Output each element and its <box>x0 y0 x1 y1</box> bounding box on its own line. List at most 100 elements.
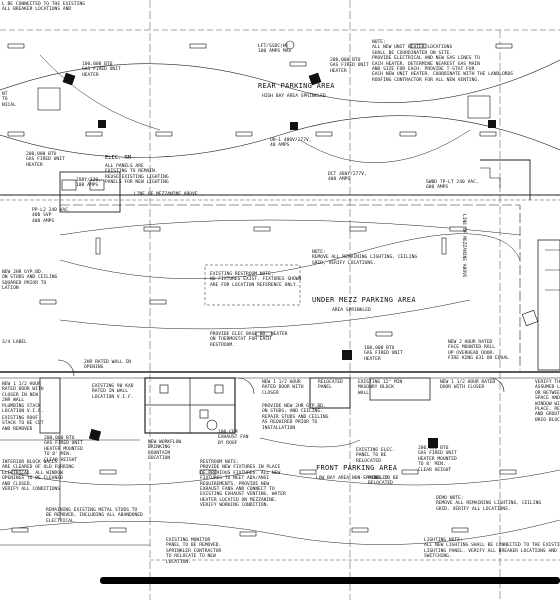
light-fixture-icon <box>109 527 127 533</box>
light-fixture-icon <box>253 226 271 232</box>
exhaust-fan-label: 100 CFM EXHAUST FAN BY ROOF <box>218 430 249 446</box>
under-mezz-subtitle: AREA SPRINKLED <box>332 308 371 313</box>
rollup-door-note: NEW 2 HOUR RATED FACE MOUNTED ROLL UP OV… <box>448 340 509 362</box>
unit-heater-icon <box>88 428 102 442</box>
light-fixture-icon <box>315 131 333 137</box>
light-fixture-icon <box>499 469 517 475</box>
restroom-new-note: RESTROOM NOTE: PROVIDE NEW FIXTURES IN P… <box>200 460 286 509</box>
unit-heater-icon <box>308 72 322 86</box>
unit-heater-icon <box>488 120 496 128</box>
light-fixture-icon <box>401 469 419 475</box>
light-fixture-icon <box>255 331 273 337</box>
light-fixture-icon <box>95 237 101 255</box>
light-fixture-icon <box>349 226 367 232</box>
light-fixture-icon <box>11 527 29 533</box>
light-fixture-icon <box>409 43 427 49</box>
door-swing-icon <box>57 359 75 377</box>
unit-heater-icon <box>428 438 438 448</box>
interior-block-note: INTERIOR BLOCK WALLS ARE CLEARED OF OLD … <box>2 460 74 493</box>
restroom-existing-note: EXISTING RESTROOM NOTE: NO FIXTURES EXIS… <box>210 272 302 288</box>
light-fixture-icon <box>155 131 173 137</box>
panel-note: 208Y/120, 100 AMPS <box>76 178 101 189</box>
light-fixture-icon <box>495 43 513 49</box>
light-fixture-icon <box>189 43 207 49</box>
unit-heater-label: 200,000 BTU GAS FIRED UNIT HEATER MOUNTE… <box>418 446 457 473</box>
door-swing-icon <box>489 377 505 393</box>
light-fixture-icon <box>7 131 25 137</box>
metal-studs-note: REMAINING EXISTING METAL STUDS TO BE REM… <box>46 508 143 524</box>
light-fixture-icon <box>39 299 57 305</box>
verify-note-right: VERIFY THE ASSUMED L OR BETWEEN SPACE AN… <box>535 380 560 423</box>
partition-note: 2HR RATED WALL IN OPENING <box>84 360 132 371</box>
relocated-panel-label: RELOCATED PANEL <box>318 380 343 391</box>
front-parking-title: FRONT PARKING AREA <box>316 464 398 472</box>
front-parking-subtitle: LOW BAY AREA NON-SPRINKLED <box>316 476 388 481</box>
panel-pp-note: PP-L2 240 VAC 400 SVP 400 AMPS <box>32 208 68 224</box>
lighting-note: LIGHTING NOTE: ALL NEW LIGHTING SHALL BE… <box>424 538 560 560</box>
dct-note: DCT 480Y/277V, 400 AMPS <box>328 172 367 183</box>
mezzanine-line-label: LINE OF MEZZANINE ABOVE <box>461 214 466 278</box>
light-fixture-icon <box>479 131 497 137</box>
note-unit-heater-locations: NOTE: ALL NEW UNIT HEATER LOCATIONS SHAL… <box>372 40 514 83</box>
light-fixture-icon <box>441 237 447 255</box>
thermostat-icon <box>285 40 295 50</box>
existing-stair-note: EXISTING 90 KAD RATED IN WALL LOCATION V… <box>92 384 134 400</box>
elec-room-title: ELEC. RM <box>105 155 131 161</box>
unit-heater-label: 100,000 BTU GAS FIRED UNIT HEATER <box>364 346 403 362</box>
transformer-note: LFT/SSDC(W) 100 AMPS MAX <box>258 44 292 55</box>
unit-heater-icon <box>62 72 76 86</box>
left-wall-note: NEW 2HR GYP.BD. ON STUDS AND CEILING SQU… <box>2 270 58 292</box>
unit-heater-label: 200,000 BTU GAS FIRED UNIT HEATER <box>330 58 369 74</box>
door-swing-icon <box>237 377 255 395</box>
light-fixture-icon <box>239 531 257 537</box>
gyp-board-note: PROVIDE NEW 2HR GYP.BD. ON STUDS, AND CE… <box>262 404 329 431</box>
door-note-mid: NEW 1 1/2 HOUR RATED DOOR WITH CLOSER <box>262 380 304 396</box>
plumbing-stack-note: PLUMBING STACK LOCATION V.I.F. <box>2 404 44 415</box>
light-fixture-icon <box>199 469 217 475</box>
roof-stack-note: EXISTING ROOF STACK TO BE CUT AND REMOVE… <box>2 416 44 432</box>
left-edge-label: 3/4 LABEL <box>2 340 27 345</box>
light-fixture-icon <box>149 299 167 305</box>
light-fixture-icon <box>375 331 393 337</box>
panel-icon <box>467 95 491 119</box>
light-fixture-icon <box>449 226 467 232</box>
unit-heater-icon <box>521 309 539 327</box>
light-fixture-icon <box>99 469 117 475</box>
light-fixture-icon <box>143 226 161 232</box>
mezzanine-line-label: LINE OF MEZZANINE ABOVE <box>134 192 198 197</box>
left-edge-note: NT TO NICAL <box>2 92 16 108</box>
unit-heater-label: 200,000 BTU GAS FIRED UNIT HEATER <box>26 152 65 168</box>
light-fixture-icon <box>289 61 307 67</box>
panel-relocated-note: PANEL TO BE RELOCATED <box>368 476 399 487</box>
elec-room-note: ALL PANELS ARE EXISTING TO REMAIN. REUSE… <box>105 164 169 186</box>
sheet-border-bar <box>100 577 560 584</box>
monitor-panel-note: EXISTING MONITOR PANEL TO BE REMOVED. SP… <box>166 538 222 565</box>
light-fixture-icon <box>399 131 417 137</box>
light-fixture-icon <box>451 527 469 533</box>
rear-parking-title: REAR PARKING AREA <box>258 82 335 90</box>
swbd-note: SWBD 7P-LT 240 VAC, 600 AMPS <box>426 180 479 191</box>
unit-heater-label: 100,000 BTU GAS FIRED UNIT HEATER <box>82 62 121 78</box>
light-fixture-icon <box>85 131 103 137</box>
light-fixture-icon <box>351 527 369 533</box>
demo-note: DEMO NOTE: REMOVE ALL REMAINING LIGHTING… <box>436 496 542 512</box>
rear-parking-subtitle: HIGH BAY AREA SPRINKLED <box>262 94 326 99</box>
unit-heater-icon <box>342 350 352 360</box>
panel-icon <box>37 87 61 111</box>
light-fixture-icon <box>235 131 253 137</box>
uh1-note: UH-1 480V/277V, 40 AMPS <box>270 138 312 149</box>
drinking-fountain-note: NEW WORKFLOW DRINKING FOUNTAIN LOCATION <box>148 440 182 462</box>
exhaust-fan-icon <box>206 419 218 431</box>
unit-heater-icon <box>98 120 106 128</box>
note-top-left: L BE CONNECTED TO THE EXISTING ALL BREAK… <box>2 2 85 13</box>
under-mezz-title: UNDER MEZZ PARKING AREA <box>312 296 416 304</box>
unit-heater-label: 200,000 BTU GAS FIRED UNIT HEATER MOUNTE… <box>44 436 83 463</box>
existing-panel-relocated: EXISTING ELEC. PANEL TO BE RELOCATED <box>356 448 395 464</box>
light-fixture-icon <box>299 469 317 475</box>
light-fixture-icon <box>7 43 25 49</box>
block-wall-note: EXISTING 12" MIN MASONRY BLOCK WALL <box>358 380 403 396</box>
existing-fixtures-note: NOTE: REMOVE ALL REMAINING LIGHTING, CEI… <box>312 250 418 266</box>
unit-heater-icon <box>290 122 298 130</box>
